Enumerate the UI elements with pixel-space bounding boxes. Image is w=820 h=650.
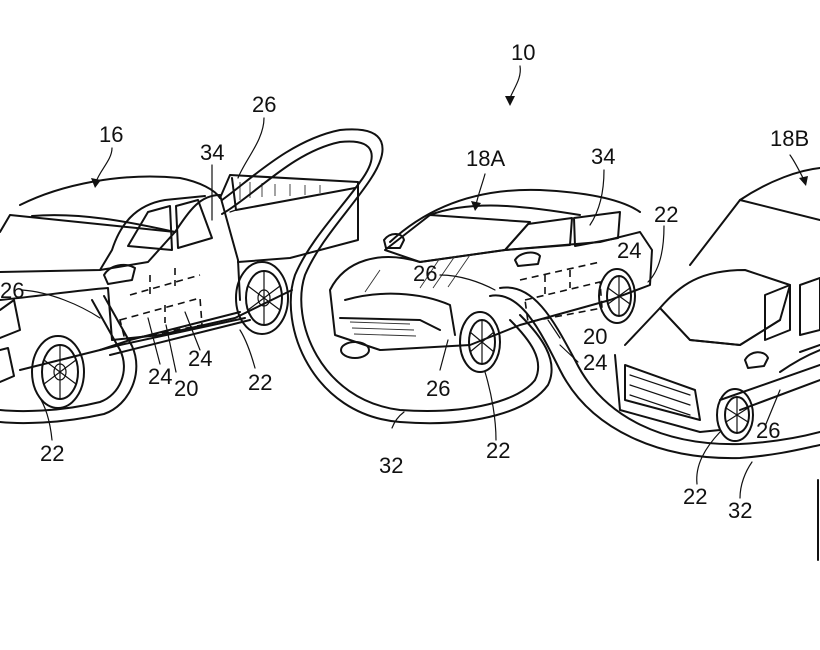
charging-cable-2 — [489, 286, 820, 460]
label-truck-pillar-34: 34 — [200, 140, 225, 165]
label-a-pack-20: 20 — [583, 324, 608, 349]
label-truck-16: 16 — [99, 122, 124, 147]
label-cable-32b: 32 — [728, 498, 753, 523]
vehicle-18b — [614, 167, 820, 561]
label-a-battery-24b: 24 — [583, 350, 608, 375]
label-a-front-wheel-22: 22 — [486, 438, 511, 463]
label-vehicle-18a: 18A — [466, 146, 506, 171]
label-a-rear-wheel-22: 22 — [654, 202, 679, 227]
charging-cable-1 — [221, 128, 553, 425]
label-truck-battery-24a: 24 — [148, 364, 173, 389]
label-a-battery-24: 24 — [617, 238, 642, 263]
label-cable-32: 32 — [379, 453, 404, 478]
label-b-port-26: 26 — [756, 418, 781, 443]
label-a-port-upper-26: 26 — [413, 261, 438, 286]
label-system-10: 10 — [511, 40, 536, 65]
front-cable-loop — [0, 295, 138, 425]
label-truck-bed-port-26: 26 — [252, 92, 277, 117]
label-truck-battery-24b: 24 — [188, 346, 213, 371]
label-a-pillar-34: 34 — [591, 144, 616, 169]
label-truck-pack-20: 20 — [174, 376, 199, 401]
leader-lines — [21, 65, 808, 499]
label-truck-front-port-26: 26 — [0, 278, 25, 303]
label-vehicle-18b: 18B — [770, 126, 810, 151]
label-truck-front-wheel-22: 22 — [40, 441, 65, 466]
label-a-port-lower-26: 26 — [426, 376, 451, 401]
pickup-truck — [0, 174, 359, 409]
label-truck-rear-wheel-22: 22 — [248, 370, 273, 395]
label-b-front-wheel-22: 22 — [683, 484, 708, 509]
